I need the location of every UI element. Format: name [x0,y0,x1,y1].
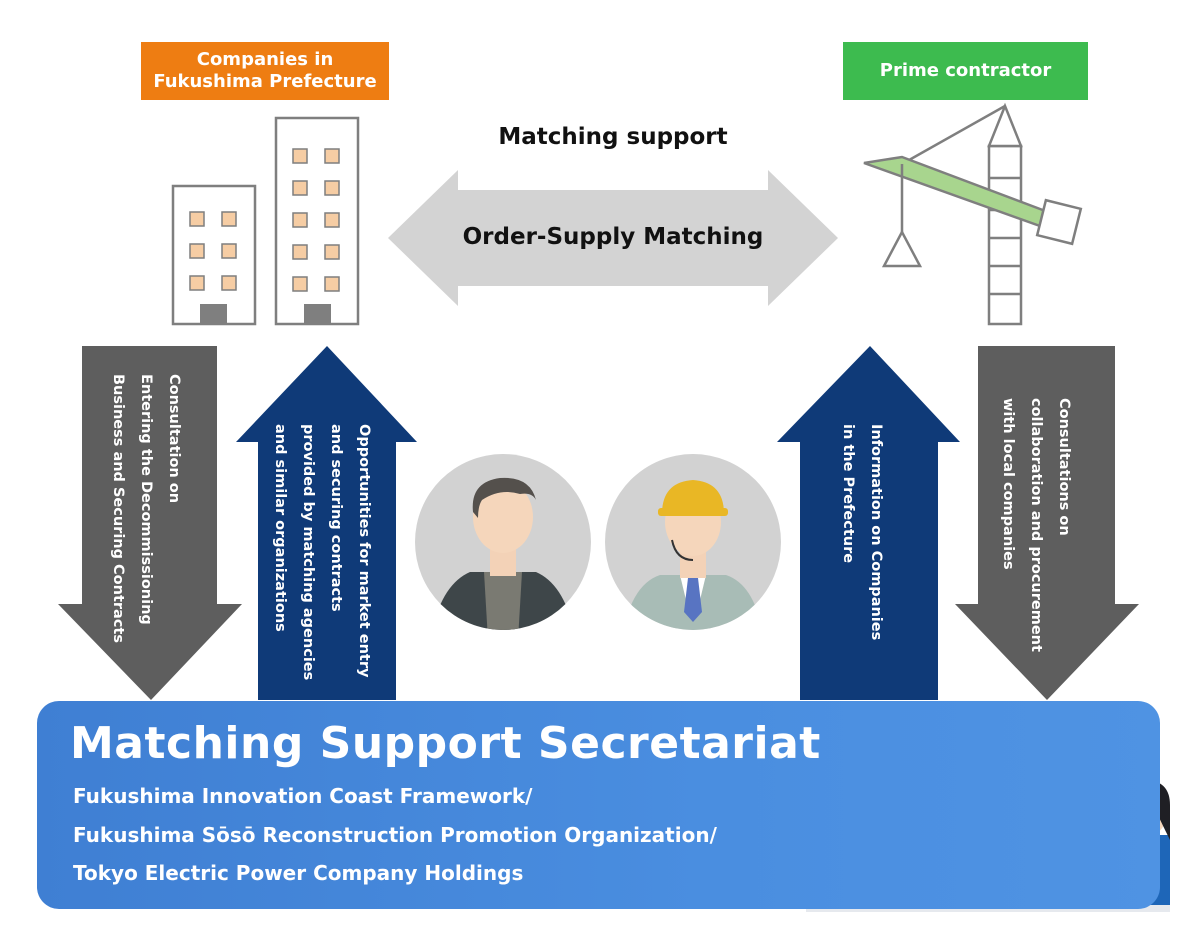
prime-contractor-label: Prime contractor [843,42,1088,100]
arrow-up-left [236,346,417,700]
secretariat-org-line2: Fukushima Sōsō Reconstruction Promotion … [73,823,717,847]
companies-label-line2: Fukushima Prefecture [153,71,377,92]
opportunities-line4: and similar organizations [272,424,288,632]
secretariat-org-line3: Tokyo Electric Power Company Holdings [73,861,524,885]
opportunities-line2: and securing contracts [328,424,344,612]
information-companies-line2: in the Prefecture [840,424,856,564]
opportunities-text: Opportunities for market entry and secur… [266,424,378,680]
opportunities-line3: provided by matching agencies [300,424,316,681]
arrow-up-right [777,346,960,700]
consultation-entering-line2: Entering the Decommissioning [138,374,154,625]
consultation-entering-line1: Consultation on [166,374,182,504]
consultation-entering-text: Consultation on Entering the Decommissio… [104,374,188,643]
information-companies-line1: Information on Companies [868,424,884,641]
prime-contractor-text: Prime contractor [879,60,1052,81]
consultations-collab-line1: Consultations on [1056,398,1072,536]
matching-support-text: Matching support [498,124,728,150]
opportunities-line1: Opportunities for market entry [356,424,372,678]
companies-label-line1: Companies in [196,49,334,70]
companies-label: Companies in Fukushima Prefecture [141,42,389,100]
arrow-down-left [58,346,242,700]
crane-icon [863,102,1083,326]
consultations-collab-line3: with local companies [1000,398,1016,570]
consultations-collab-text: Consultations on collaboration and procu… [994,398,1078,652]
order-supply-double-arrow [388,170,838,306]
arrow-down-right [955,346,1139,700]
consultation-entering-line3: Business and Securing Contracts [110,374,126,643]
building-tall-icon [274,116,360,326]
building-short-icon [171,184,257,326]
secretariat-org-line1: Fukushima Innovation Coast Framework/ [73,784,533,808]
consultations-collab-line2: collaboration and procurement [1028,398,1044,652]
information-companies-text: Information on Companies in the Prefectu… [834,424,890,640]
secretariat-panel [37,701,1160,909]
person-casual-avatar [415,454,591,630]
person-worker-avatar [605,454,781,630]
secretariat-title: Matching Support Secretariat [70,718,821,769]
order-supply-text: Order-Supply Matching [462,224,764,250]
